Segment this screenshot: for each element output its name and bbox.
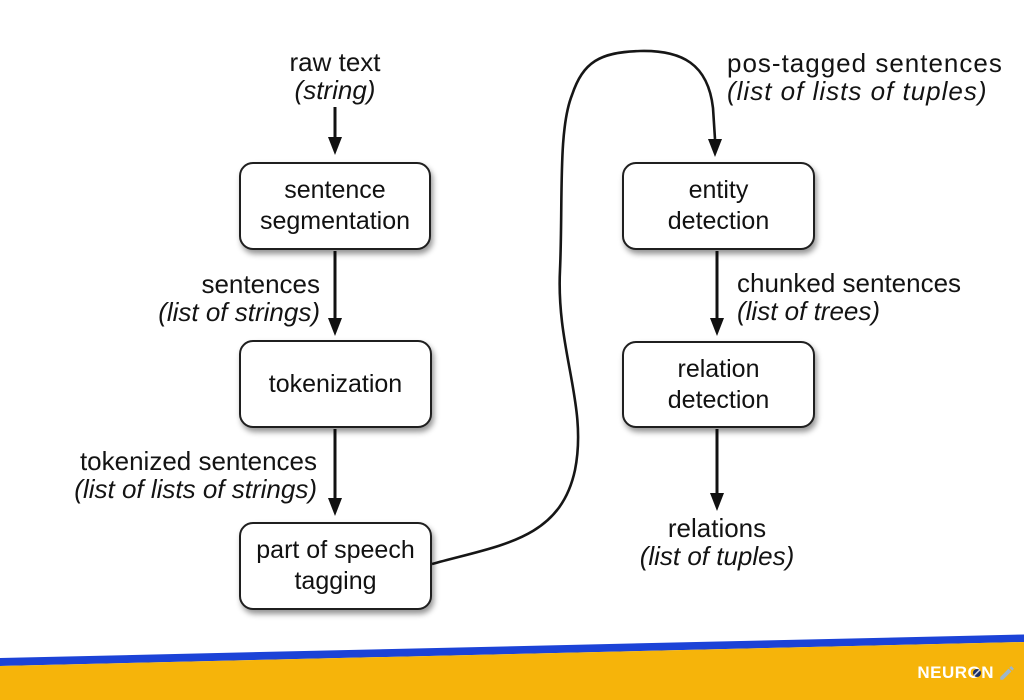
label-tokenized-sentences-type: (list of lists of strings) (74, 474, 317, 504)
banner-blue-stripe (0, 634, 1024, 666)
arrowhead-segmentation (328, 318, 342, 336)
label-tokenized-sentences-name: tokenized sentences (79, 446, 317, 476)
node-sentence-segmentation: sentence segmentation (239, 162, 431, 250)
brand-logo: NEURON (917, 662, 1016, 684)
label-tokenized-sentences: tokenized sentences (list of lists of st… (40, 447, 317, 503)
arrowhead-curve (708, 139, 722, 157)
node-entity-detection: entity detection (622, 162, 815, 250)
label-relations-type: (list of tuples) (639, 541, 795, 571)
arrowhead-entity (710, 318, 724, 336)
label-raw-text: raw text (string) (215, 48, 455, 104)
label-sentences: sentences (list of strings) (80, 270, 320, 326)
label-pos-tagged-sentences-type: (list of lists of tuples) (727, 76, 988, 106)
label-relations-name: relations (667, 513, 767, 543)
arrowhead-rawtext (328, 137, 342, 155)
arrow-postagging-to-entity-curve (431, 49, 717, 566)
node-relation-detection: relation detection (622, 341, 815, 428)
label-pos-tagged-sentences: pos-tagged sentences (list of lists of t… (727, 49, 1024, 105)
label-raw-text-name: raw text (289, 47, 381, 77)
label-sentences-name: sentences (201, 269, 320, 299)
node-tokenization: tokenization (239, 340, 432, 428)
banner-yellow-band (0, 642, 1024, 700)
brand-name: NEURON (917, 663, 994, 682)
pencil-icon (1000, 666, 1014, 680)
label-chunked-sentences-type: (list of trees) (737, 296, 881, 326)
arrowhead-tokenization (328, 498, 342, 516)
arrowhead-relations (710, 493, 724, 511)
node-pos-tagging: part of speech tagging (239, 522, 432, 610)
label-sentences-type: (list of strings) (158, 297, 320, 327)
label-raw-text-type: (string) (294, 75, 376, 105)
label-chunked-sentences: chunked sentences (list of trees) (737, 269, 1017, 325)
label-chunked-sentences-name: chunked sentences (737, 268, 962, 298)
label-relations: relations (list of tuples) (617, 514, 817, 570)
label-pos-tagged-sentences-name: pos-tagged sentences (727, 48, 1003, 78)
